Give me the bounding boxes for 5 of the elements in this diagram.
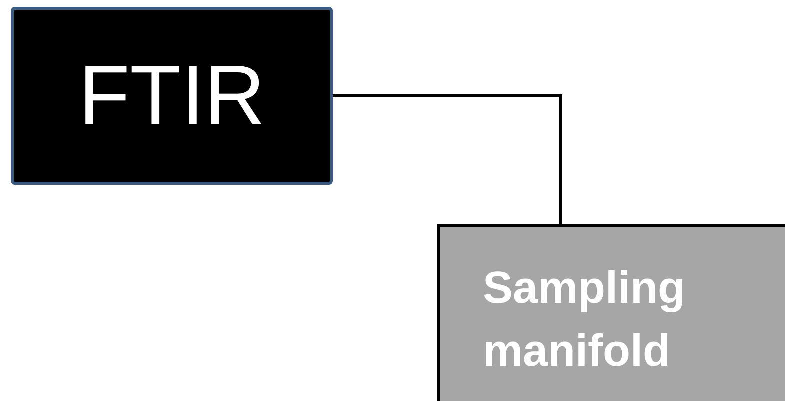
connector-line xyxy=(333,94,562,224)
process-box xyxy=(11,7,333,185)
process-box xyxy=(437,224,785,401)
box-label: FTIR xyxy=(78,47,266,144)
box-label: Sampling manifold xyxy=(483,261,687,378)
